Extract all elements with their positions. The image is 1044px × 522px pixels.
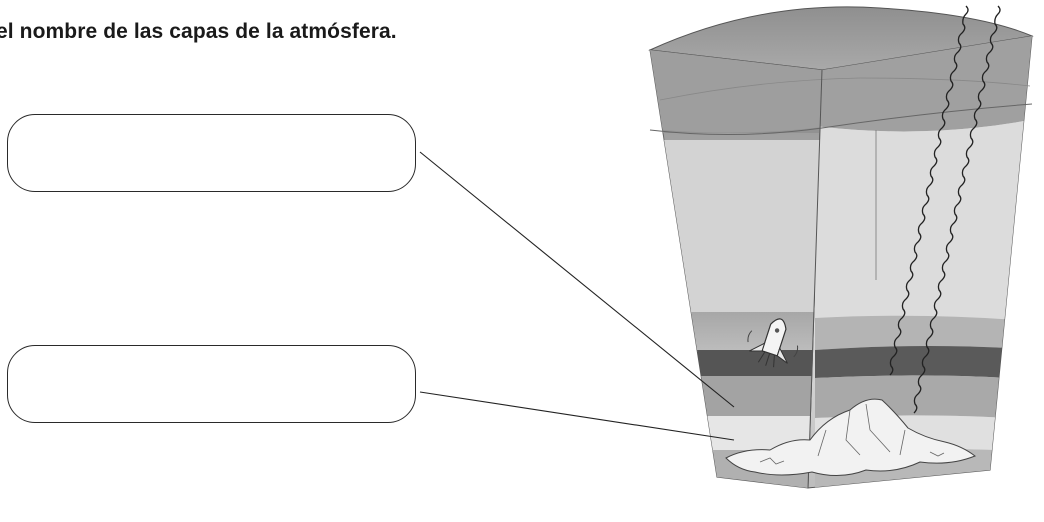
- leader-line-upper: [419, 151, 735, 408]
- ray-2: [913, 5, 1001, 414]
- leader-line-lower: [419, 391, 735, 441]
- answer-box-upper-layer[interactable]: [7, 114, 416, 192]
- space-shuttle-icon: [747, 318, 799, 368]
- ray-1: [889, 5, 969, 376]
- answer-box-lower-layer[interactable]: [7, 345, 416, 423]
- mountain: [725, 398, 977, 476]
- instruction-text: el nombre de las capas de la atmósfera.: [0, 20, 397, 43]
